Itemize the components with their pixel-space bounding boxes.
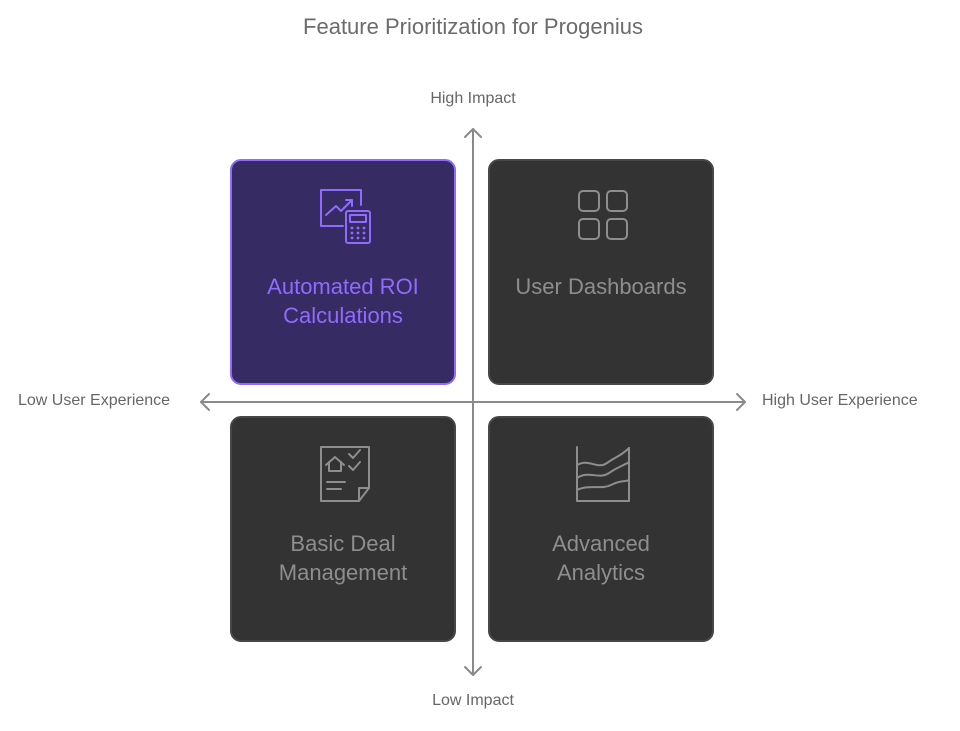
diagram-title: Feature Prioritization for Progenius bbox=[303, 14, 643, 39]
quadrant-label: Basic Deal Management bbox=[232, 529, 454, 587]
quadrant-advanced-analytics: Advanced Analytics bbox=[488, 416, 714, 642]
chart-calculator-icon bbox=[320, 189, 371, 244]
quadrant-label: User Dashboards bbox=[490, 272, 712, 301]
axis-label-low-impact: Low Impact bbox=[432, 692, 514, 709]
arrow-right-icon bbox=[736, 393, 746, 411]
quadrant-label-line: Advanced bbox=[552, 531, 650, 556]
arrow-up-icon bbox=[464, 128, 482, 138]
house-checklist-icon bbox=[320, 446, 370, 502]
quadrant-label-line: Basic Deal bbox=[290, 531, 396, 556]
axis-label-high-impact: High Impact bbox=[430, 90, 516, 107]
axis-label-high-user-experience: High User Experience bbox=[762, 392, 918, 409]
axis-label-low-user-experience: Low User Experience bbox=[18, 392, 171, 409]
quadrant-label-line: Calculations bbox=[283, 303, 403, 328]
quadrant-basic-deal-management: Basic Deal Management bbox=[230, 416, 456, 642]
quadrant-label: Automated ROI Calculations bbox=[232, 272, 454, 330]
quadrant-label-line: User Dashboards bbox=[515, 274, 687, 299]
quadrant-user-dashboards: User Dashboards bbox=[488, 159, 714, 385]
quadrant-automated-roi-calculations: Automated ROI Calculations bbox=[230, 159, 456, 385]
dashboard-grid-icon bbox=[578, 190, 628, 240]
quadrant-label-line: Automated ROI bbox=[267, 274, 419, 299]
area-chart-icon bbox=[576, 446, 630, 502]
quadrant-label-line: Management bbox=[278, 560, 408, 585]
quadrant-label-line: Analytics bbox=[556, 560, 646, 585]
arrow-down-icon bbox=[464, 666, 482, 676]
arrow-left-icon bbox=[200, 393, 210, 411]
quadrant-label: Advanced Analytics bbox=[490, 529, 712, 587]
